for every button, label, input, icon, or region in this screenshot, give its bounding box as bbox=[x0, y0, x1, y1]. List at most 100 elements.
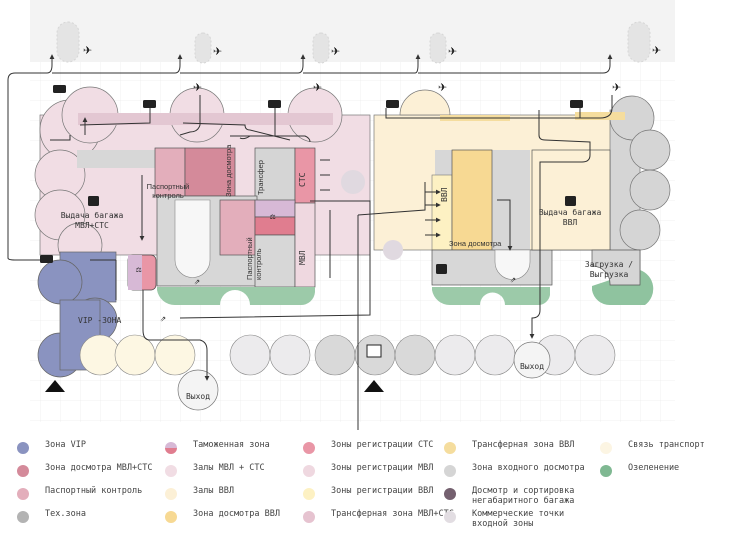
airplane-departure-icon: ✈ bbox=[213, 45, 222, 58]
legend-swatch bbox=[600, 465, 612, 477]
label-vip: VIP -ЗОНА bbox=[78, 316, 122, 325]
label-passport-top-1: Паспортный bbox=[147, 182, 190, 191]
label-loading-1: Загрузка / bbox=[585, 260, 633, 269]
bus-icons bbox=[40, 85, 583, 263]
customs-booth-half bbox=[128, 255, 142, 290]
circulation-routes bbox=[7, 54, 613, 430]
metal-detector-icon bbox=[366, 344, 382, 358]
label-cts: СТС bbox=[298, 172, 307, 187]
transfer-zone bbox=[254, 147, 296, 204]
label-loading-2: Выгрузка bbox=[590, 270, 629, 279]
bus-icon bbox=[268, 100, 281, 108]
label-passport-mid-2: контроль bbox=[254, 248, 263, 280]
legend-swatch bbox=[303, 465, 315, 477]
legend-item: Залы ВВЛ bbox=[165, 486, 280, 509]
entrance-marker-left bbox=[45, 380, 65, 392]
legend-label: Зона VIP bbox=[45, 440, 86, 450]
legend-swatch bbox=[444, 511, 456, 523]
customs-officer-icon: ⚖ bbox=[270, 212, 276, 222]
legend-item: Залы МВЛ + СТС bbox=[165, 463, 280, 486]
commercial-point bbox=[383, 240, 403, 260]
greenery-left bbox=[157, 287, 315, 306]
legend-swatch bbox=[303, 442, 315, 454]
legend-label: Досмотр и сортировка негабаритного багаж… bbox=[472, 486, 575, 506]
legend-label: Озеленение bbox=[628, 463, 680, 473]
legend-label: Зоны регистрации МВЛ bbox=[331, 463, 434, 473]
commercial-point bbox=[341, 170, 365, 194]
legend-swatch bbox=[165, 465, 177, 477]
escalator-well-dom bbox=[494, 249, 531, 280]
airplane-departure-icon: ✈ bbox=[652, 44, 661, 57]
luggage-icon bbox=[436, 264, 447, 274]
screening-zone-dom bbox=[451, 149, 493, 251]
legend-label: Залы ВВЛ bbox=[193, 486, 234, 496]
exit-right bbox=[513, 341, 551, 379]
legend-swatch bbox=[165, 488, 177, 500]
escalator-icons: ⇗ ⇗ ⇗ bbox=[160, 274, 516, 324]
airplane-arrival-icon: ✈ bbox=[438, 81, 447, 94]
label-baggage-dom-1: Выдача багажа bbox=[539, 207, 602, 217]
airplane-arrival-icon: ✈ bbox=[313, 81, 322, 94]
legend-swatch bbox=[600, 442, 612, 454]
legend-label: Связь транспорт bbox=[628, 440, 705, 450]
terminal-floor-plan: ✈ ✈ ✈ ✈ ✈ ✈ ✈ ✈ ✈ ⇗ ⇗ ⇗ ⚖ ⚖ Выдача багаж… bbox=[7, 0, 675, 430]
legend-swatch bbox=[444, 488, 456, 500]
entry-arcs bbox=[79, 334, 616, 376]
legend-swatch bbox=[165, 442, 177, 454]
legend-swatch bbox=[444, 442, 456, 454]
label-exit-right: Выход bbox=[520, 362, 544, 371]
label-baggage-dom-2: ВВЛ bbox=[563, 218, 578, 227]
legend-swatch bbox=[303, 511, 315, 523]
customs-officer-icons: ⚖ ⚖ bbox=[136, 212, 276, 275]
label-baggage-intl-1: Выдача багажа bbox=[61, 210, 124, 220]
legend-label: Коммерческие точки входной зоны bbox=[472, 509, 565, 529]
loading-zone bbox=[591, 249, 641, 286]
legend-item: Связь транспорт bbox=[600, 440, 705, 463]
legend-item: Трансферная зона ВВЛ bbox=[444, 440, 585, 463]
exit-left bbox=[177, 369, 219, 411]
transport-strip-intl bbox=[78, 113, 333, 125]
legend-swatch bbox=[17, 465, 29, 477]
luggage-icon bbox=[565, 196, 576, 206]
passport-control-top bbox=[154, 147, 186, 197]
airplane-departure-icon: ✈ bbox=[83, 44, 92, 57]
bus-icon bbox=[53, 85, 66, 93]
label-passport-mid-1: Паспортный bbox=[245, 237, 254, 280]
bus-icon bbox=[40, 255, 53, 263]
customs-officer-icon: ⚖ bbox=[136, 265, 142, 275]
vip-zone bbox=[37, 251, 118, 378]
legend-label: Трансферная зона ВВЛ bbox=[472, 440, 575, 450]
legend-label: Зона досмотра МВЛ+СТС bbox=[45, 463, 153, 473]
bus-icon bbox=[386, 100, 399, 108]
legend-item: Зона досмотра МВЛ+СТС bbox=[17, 463, 152, 486]
apron-area bbox=[30, 0, 675, 62]
legend-item: Зона досмотра ВВЛ bbox=[165, 509, 280, 532]
label-baggage-intl-2: МВЛ+СТС bbox=[75, 221, 109, 230]
label-passport-top-2: контроль bbox=[152, 191, 184, 200]
label-screening-dom: Зона досмотра bbox=[449, 239, 502, 248]
legend-swatch bbox=[17, 488, 29, 500]
legend-item: Зоны регистрации СТС bbox=[303, 440, 454, 463]
legend-label: Трансферная зона МВЛ+СТС bbox=[331, 509, 454, 519]
airplane-departure-icon: ✈ bbox=[331, 45, 340, 58]
bus-icon bbox=[570, 100, 583, 108]
label-screening-intl: Зона досмотра bbox=[224, 144, 233, 197]
airplane-arrival-icon: ✈ bbox=[612, 81, 621, 94]
legend-item: Зоны регистрации МВЛ bbox=[303, 463, 454, 486]
legend-label: Тех.зона bbox=[45, 509, 86, 519]
legend-item: Зоны регистрации ВВЛ bbox=[303, 486, 454, 509]
legend-label: Зоны регистрации СТС bbox=[331, 440, 434, 450]
airplane-arrival-icon: ✈ bbox=[193, 81, 202, 94]
checkin-mvl bbox=[294, 202, 316, 288]
escalator-icon: ⇗ bbox=[160, 313, 166, 324]
bus-icon bbox=[143, 100, 156, 108]
legend-item: Озеленение bbox=[600, 463, 705, 486]
dom-tech bbox=[431, 249, 553, 286]
legend-label: Залы МВЛ + СТС bbox=[193, 463, 265, 473]
legend-swatch bbox=[165, 511, 177, 523]
label-exit-left: Выход bbox=[186, 392, 210, 401]
